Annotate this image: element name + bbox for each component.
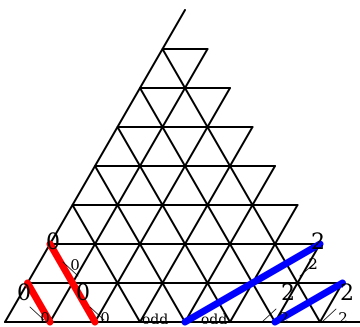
- blue-segment-3: [271, 279, 346, 326]
- red-segment-1: [46, 240, 99, 326]
- edge-mark-2: [29, 306, 45, 321]
- two-label-1: 2: [311, 230, 325, 255]
- odd-label-2: odd: [201, 312, 227, 327]
- grid-line-left-diagonal: [71, 204, 141, 323]
- zero-label-1: 0: [46, 230, 60, 255]
- edge-mark-3: [89, 306, 105, 321]
- blue-segment-2: [181, 279, 256, 326]
- grid-line-left-diagonal: [94, 165, 186, 323]
- edge-marks: [29, 261, 337, 323]
- edge-mark-1: [62, 261, 79, 277]
- edge-mark-6: [321, 308, 337, 323]
- zero-label-5: 0: [40, 309, 50, 327]
- grid-line-right-diagonal: [49, 48, 209, 323]
- zero-label-6: 0: [100, 309, 110, 327]
- grid-line-right-diagonal: [229, 204, 299, 323]
- two-label-4: 2: [340, 281, 354, 306]
- zero-label-2: 0: [70, 256, 80, 274]
- blue-segment-1: [249, 240, 324, 287]
- two-label-3: 2: [281, 281, 295, 306]
- grid-line-right-diagonal: [319, 282, 344, 323]
- triangle-grid: [4, 9, 360, 323]
- odd-label-1: odd: [142, 312, 168, 327]
- grid-line-left-diagonal: [116, 126, 231, 323]
- edge-labels: 0 0 0 0 0 0 odd odd 2 2 2 2 2 2: [17, 230, 354, 327]
- two-label-5: 2: [279, 309, 289, 327]
- edge-mark-5: [261, 308, 277, 323]
- zero-label-4: 0: [76, 281, 90, 306]
- grid-line-right-diagonal: [139, 126, 254, 323]
- two-label-6: 2: [338, 309, 348, 327]
- zero-label-3: 0: [17, 281, 31, 306]
- red-segment-2: [24, 279, 54, 326]
- edge-mark-4: [299, 261, 317, 277]
- two-label-2: 2: [308, 255, 318, 273]
- highlight-segments: [24, 240, 346, 326]
- grid-line-left-diagonal: [161, 48, 321, 323]
